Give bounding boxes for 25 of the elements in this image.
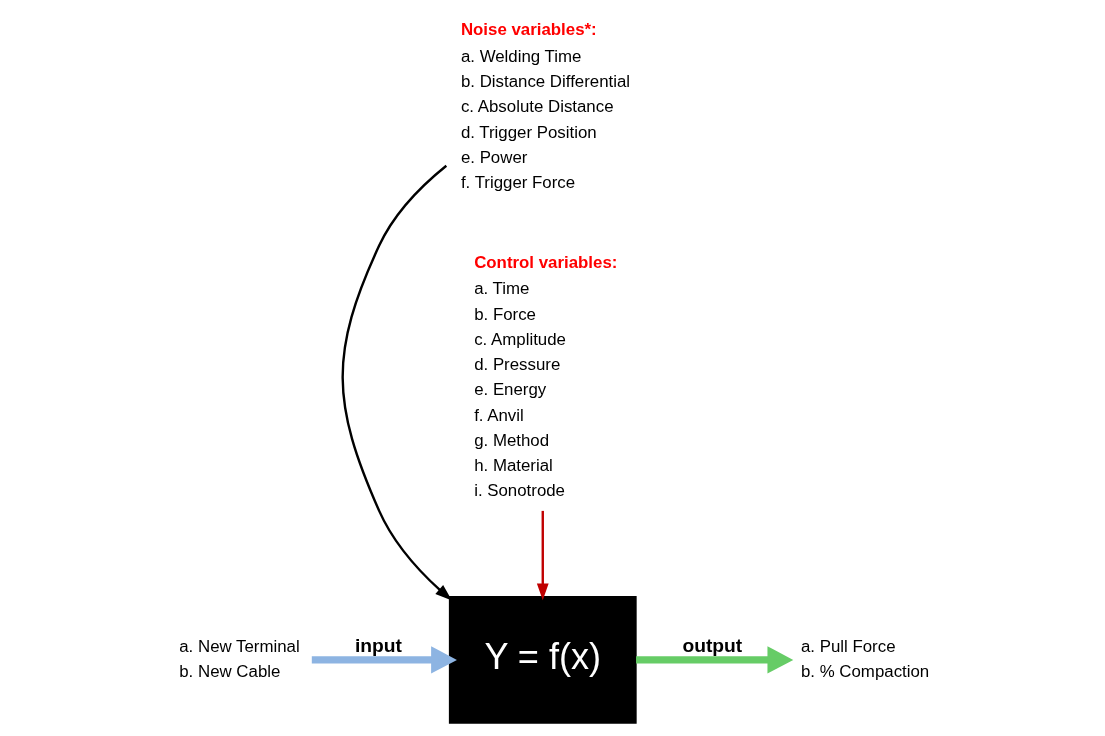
arrow xyxy=(341,164,452,601)
node-box: Y = f(x) xyxy=(448,596,637,724)
edge-label: input xyxy=(354,635,402,657)
node-label: c. Absolute Distance xyxy=(460,97,614,117)
node-label: h. Material xyxy=(473,456,553,476)
node-label: a. Welding Time xyxy=(460,46,581,66)
node-label: g. Method xyxy=(473,430,549,450)
arrow xyxy=(536,510,549,601)
arrow xyxy=(635,646,793,674)
node-label: f. Anvil xyxy=(473,405,524,425)
node-label: f. Trigger Force xyxy=(460,173,575,193)
node-label: a. Time xyxy=(473,279,529,299)
node-label: e. Power xyxy=(460,148,527,168)
node-label: i. Sonotrode xyxy=(473,481,565,501)
node-label: d. Trigger Position xyxy=(460,122,597,142)
node-text: a. New Terminal b. New Cable xyxy=(178,636,300,681)
node-label: c. Amplitude xyxy=(473,329,566,349)
node-text: Noise variables*: xyxy=(460,20,597,40)
node-label: b. Force xyxy=(473,304,536,324)
node-text: Control variables: xyxy=(473,252,617,272)
node-label: b. Distance Differential xyxy=(460,72,630,92)
edge-label: output xyxy=(681,635,742,657)
node-label: e. Energy xyxy=(473,380,546,400)
node-label: d. Pressure xyxy=(473,355,560,375)
node-text: a. Pull Force b. % Compaction xyxy=(800,636,929,681)
